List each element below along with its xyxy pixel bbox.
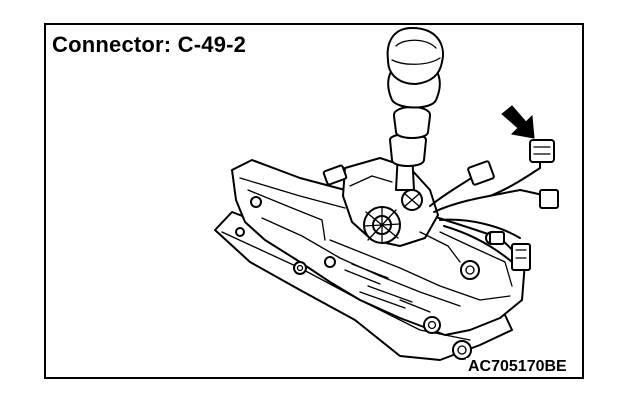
- connector-c-49-2: [529, 139, 555, 169]
- figure-id: AC705170BE: [466, 358, 569, 376]
- connector-title: Connector: C-49-2: [52, 32, 247, 57]
- shift-lever: [386, 27, 444, 191]
- wiring-harness: [322, 160, 559, 271]
- housing-body: [231, 159, 526, 360]
- arrow-pointer-icon: [501, 105, 535, 139]
